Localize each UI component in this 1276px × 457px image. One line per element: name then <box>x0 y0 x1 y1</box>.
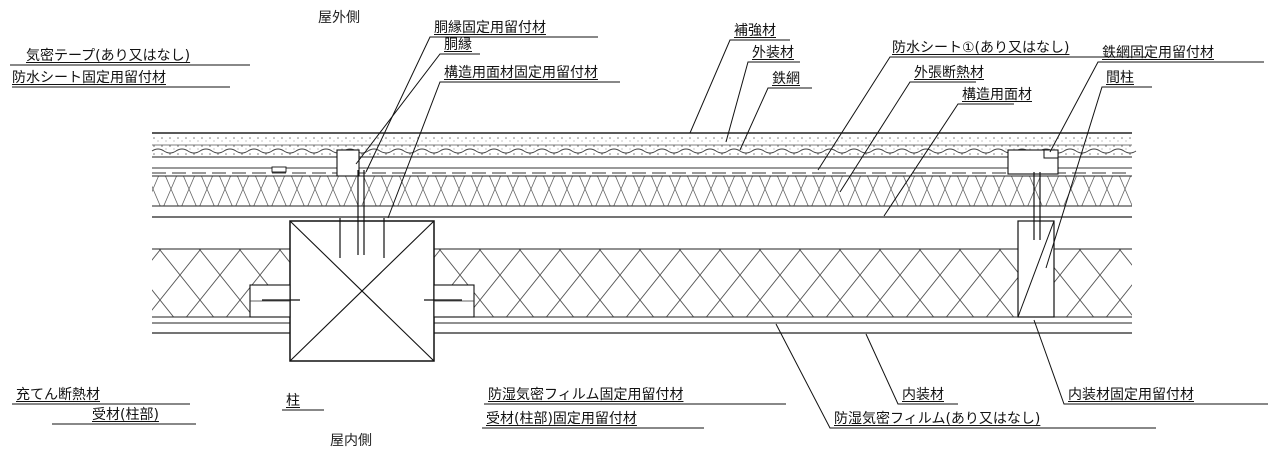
label-mesh-fastener: 鉄網固定用留付材 <box>1102 45 1214 61</box>
label-exterior-finish: 外装材 <box>752 45 794 61</box>
label-structural-panel-fastener: 構造用面材固定用留付材 <box>444 65 598 81</box>
leader-lines <box>10 36 1268 429</box>
label-furring: 胴縁 <box>444 37 472 53</box>
label-interior-finish-fastener: 内装材固定用留付材 <box>1068 387 1194 403</box>
label-wire-mesh: 鉄網 <box>772 71 800 87</box>
label-airtight-tape: 気密テープ(あり又はなし) <box>26 48 191 64</box>
exterior-finish-layer <box>151 132 1137 158</box>
label-stud: 間柱 <box>1106 70 1134 86</box>
label-structural-panel: 構造用面材 <box>962 87 1032 103</box>
label-vapor-film: 防湿気密フィルム(あり又はなし) <box>834 411 1041 427</box>
label-vapor-film-fastener: 防湿気密フィルム固定用留付材 <box>488 387 684 403</box>
label-receiving-block: 受材(柱部) <box>92 407 159 423</box>
label-column: 柱 <box>286 393 300 409</box>
label-reinforcement: 補強材 <box>734 23 776 39</box>
fasteners <box>262 170 1041 301</box>
interior-side-label: 屋内側 <box>330 433 372 449</box>
main-column <box>289 220 435 362</box>
exterior-insulation <box>152 175 1132 207</box>
wire-mesh-line <box>151 148 1137 154</box>
furring-layer <box>152 167 1132 174</box>
furring-blocks <box>271 149 1059 177</box>
label-interior-finish: 内装材 <box>902 387 944 403</box>
receiving-blocks <box>249 284 475 318</box>
label-exterior-insulation: 外張断熱材 <box>914 65 984 81</box>
label-furring-fastener: 胴縁固定用留付材 <box>434 20 546 36</box>
label-receiving-block-fastener: 受材(柱部)固定用留付材 <box>486 411 637 427</box>
stud <box>1017 220 1055 318</box>
label-waterproof-sheet-1: 防水シート①(あり又はなし) <box>892 40 1070 56</box>
label-waterproof-sheet-fastener: 防水シート固定用留付材 <box>12 70 166 86</box>
exterior-side-label: 屋外側 <box>318 10 360 26</box>
label-cavity-insulation: 充てん断熱材 <box>16 387 100 403</box>
